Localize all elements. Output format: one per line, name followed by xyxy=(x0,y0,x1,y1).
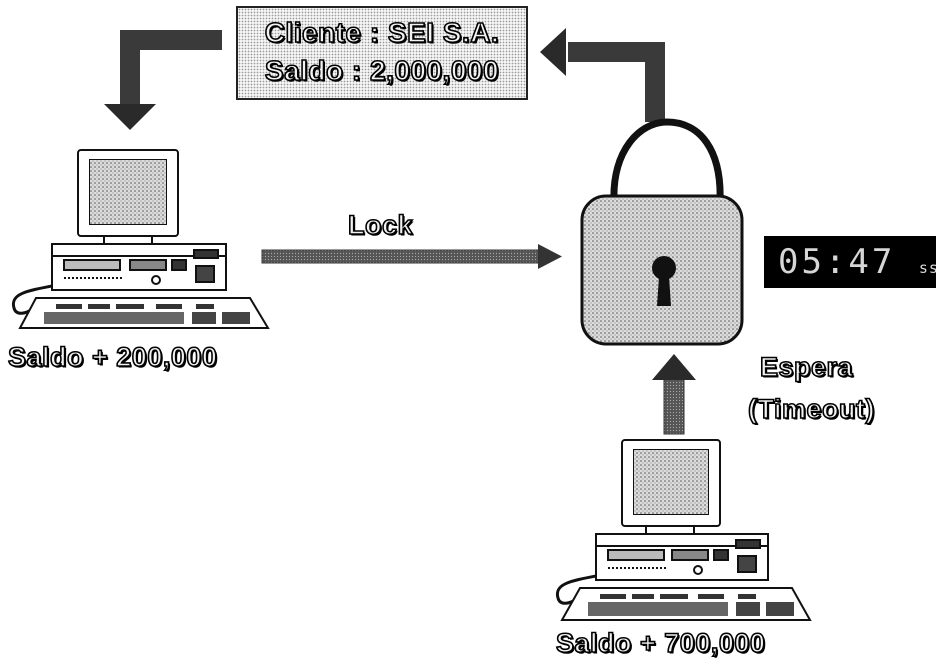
arrow-lock-to-box xyxy=(540,28,665,122)
timer-unit: ss xyxy=(918,259,936,277)
lock-label: Lock xyxy=(347,209,414,241)
computer-icon-client-a xyxy=(11,149,270,329)
padlock-icon xyxy=(580,118,744,346)
keyhole-icon xyxy=(652,256,676,280)
timer-digits: 05:47 xyxy=(778,242,896,282)
wait-label: Espera xyxy=(759,351,854,383)
timeout-label: (Timeout) xyxy=(747,393,875,425)
client-name-text: Cliente : SEI S.A. xyxy=(264,16,500,49)
computer-icon-client-b xyxy=(555,439,812,621)
arrow-box-to-client-a xyxy=(104,30,222,130)
client-a-label: Saldo + 200,000 xyxy=(7,341,218,373)
wait-arrow xyxy=(652,354,696,435)
client-b-label: Saldo + 700,000 xyxy=(555,627,766,659)
lock-arrow xyxy=(261,244,562,269)
balance-text: Saldo : 2,000,000 xyxy=(264,54,500,87)
timer-display: 05:47 ss xyxy=(764,236,936,288)
account-info-box: Cliente : SEI S.A. Saldo : 2,000,000 xyxy=(236,6,528,100)
